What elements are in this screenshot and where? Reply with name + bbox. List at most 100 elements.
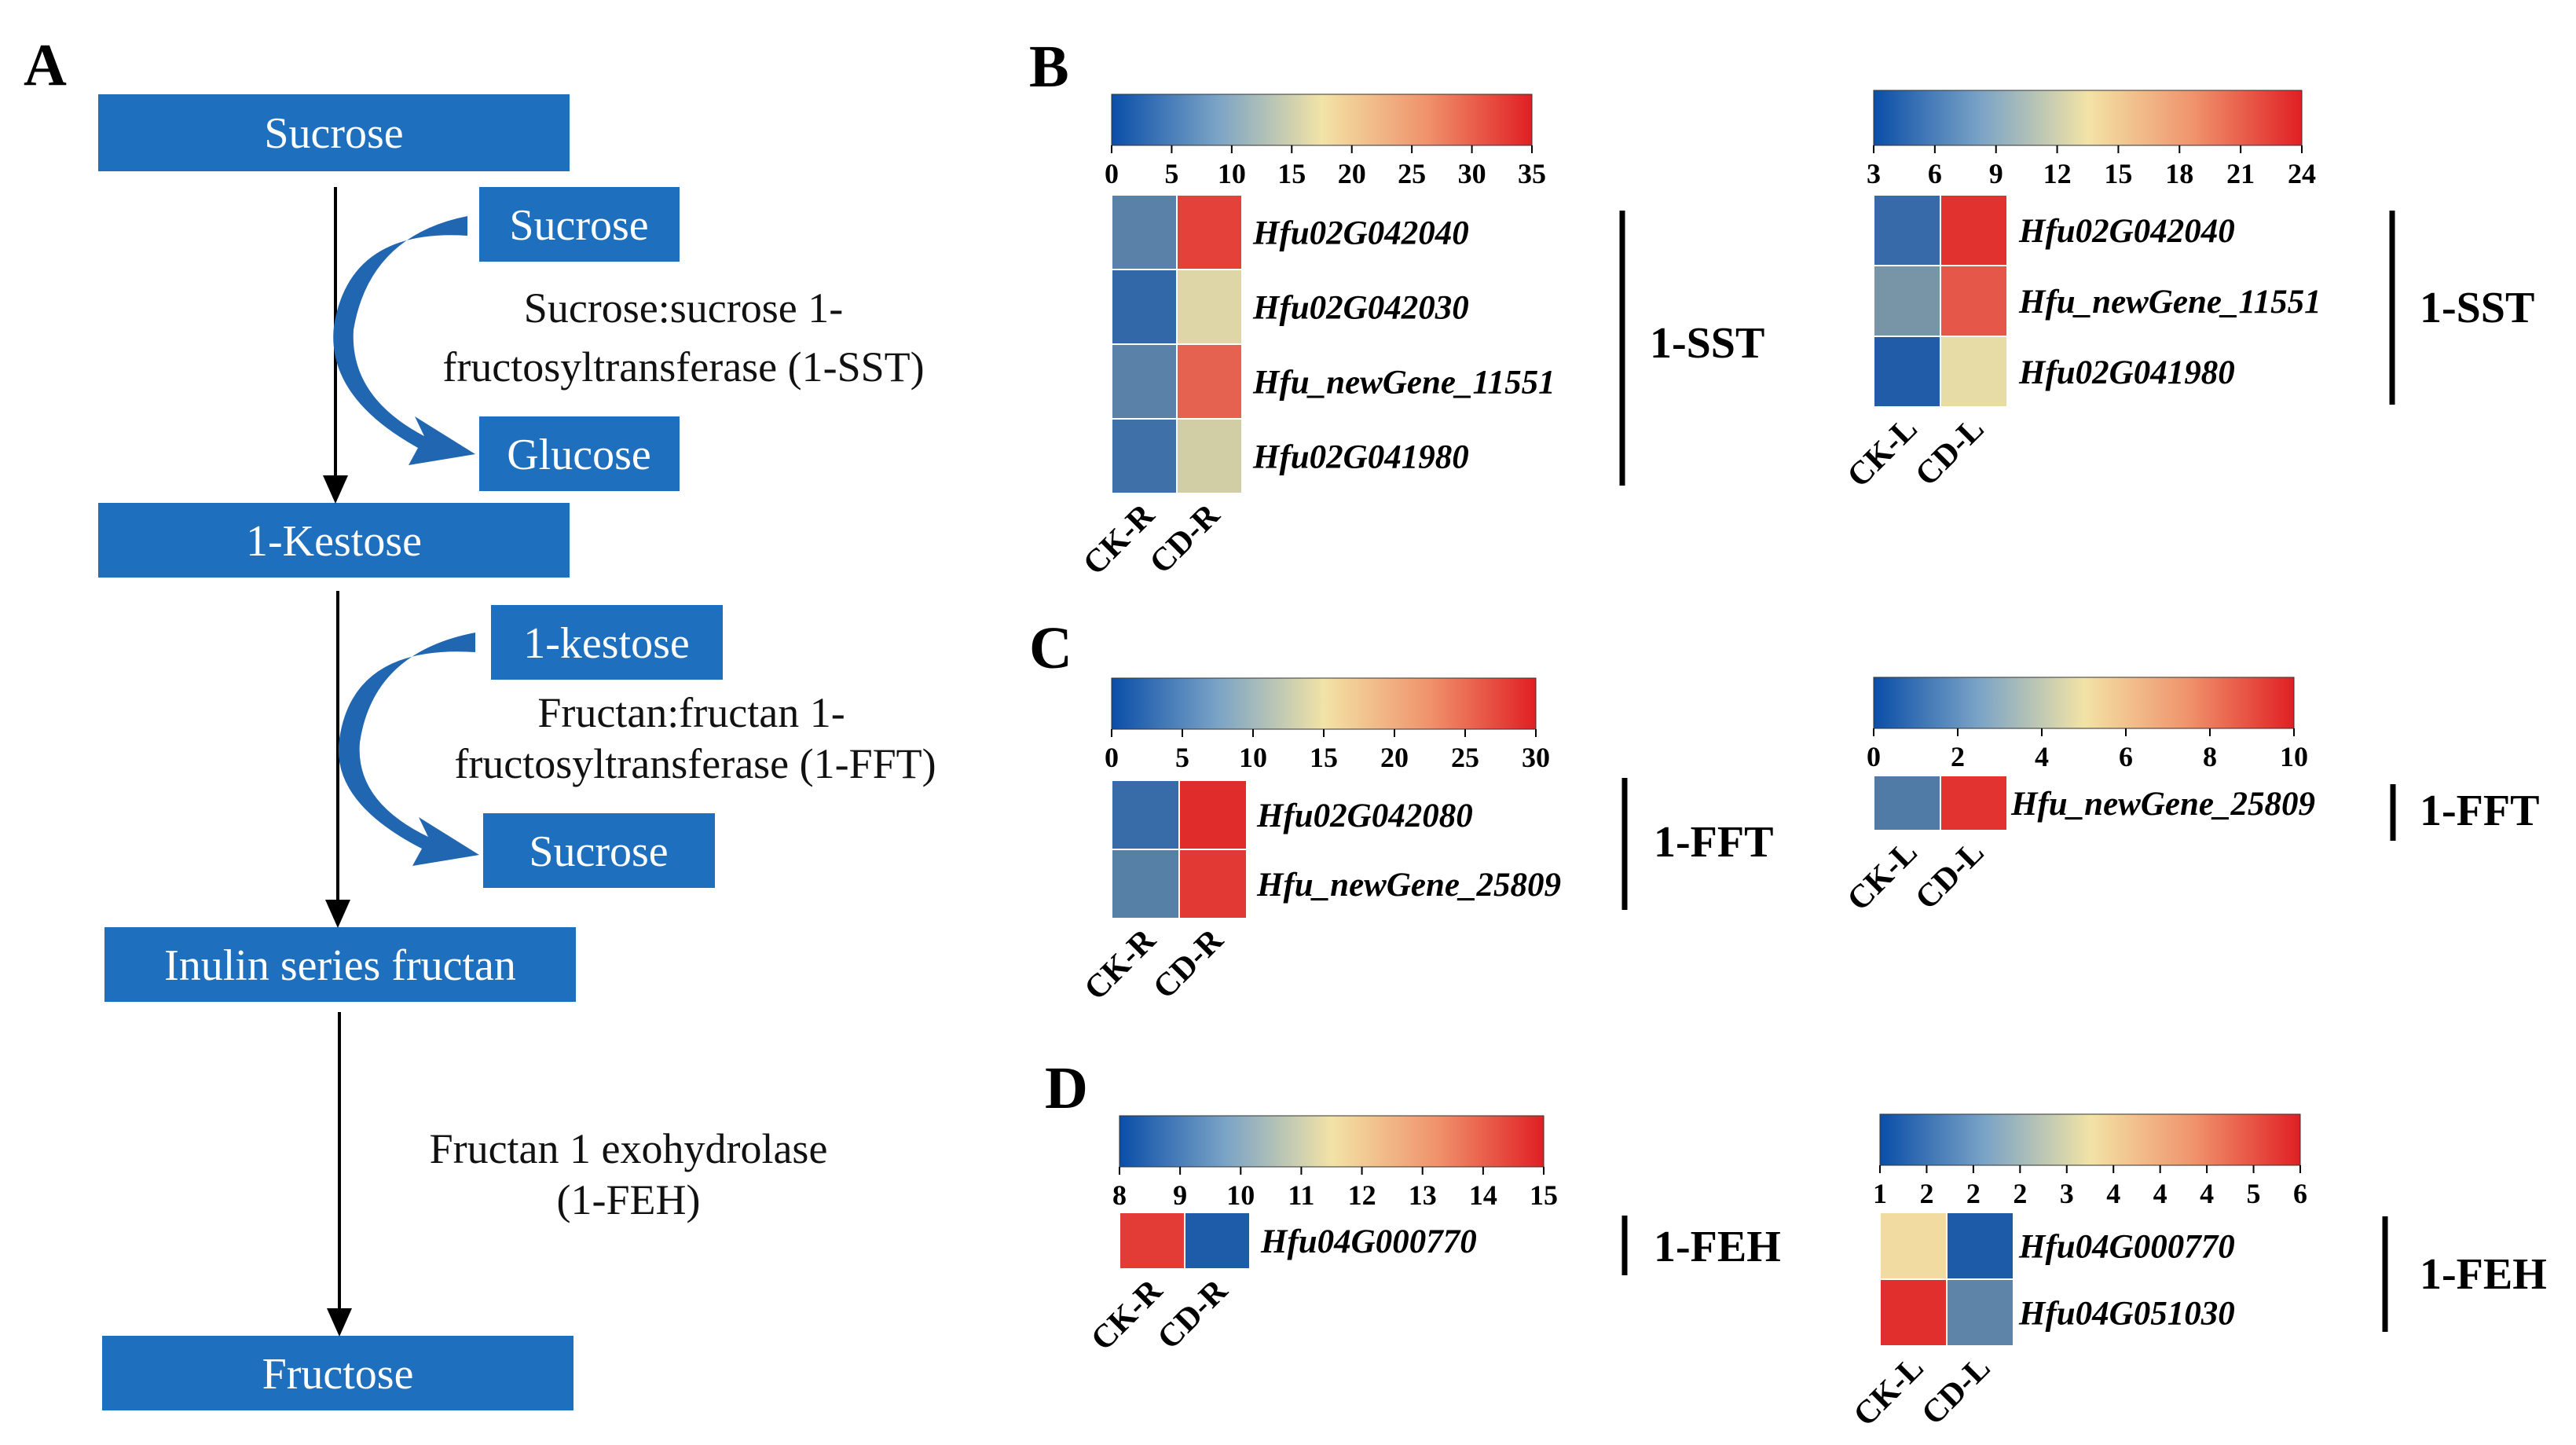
scale-tick-label: 15 [1277,158,1306,189]
column-label: CD-R [1146,922,1230,1006]
step1-output-label: Glucose [507,431,651,479]
kestose-box [98,503,570,578]
heatmap-cell [1111,194,1178,270]
heatmap-cell [1178,849,1248,919]
scale-tick-label: 13 [1409,1179,1437,1211]
step1-input-box [479,187,680,262]
heatmap-cell [1946,1278,2014,1347]
heatmap-cell [1946,1212,2014,1280]
panel-label-d: D [1045,1055,1088,1121]
column-label: CK-L [1841,411,1925,495]
heatmap-cell [1176,269,1243,345]
color-scale-bar [1879,1113,2301,1166]
panel-label-a: A [24,32,67,98]
scale-tick-label: 15 [1310,742,1338,773]
gene-label: Hfu02G041980 [1252,439,1469,476]
column-label: CD-L [1908,411,1991,493]
step1-curved-arrow [333,216,475,465]
gene-label: Hfu02G042030 [1252,290,1469,327]
scale-tick-label: 20 [1338,158,1366,189]
scale-tick-label: 6 [1928,158,1942,189]
color-scale-bar [1873,90,2303,146]
scale-tick-label: 25 [1398,158,1426,189]
group-label: 1-FEH [2420,1250,2547,1299]
scale-tick-label: 10 [2280,741,2308,772]
heatmap-cell [1111,269,1178,345]
scale-tick-label: 15 [2104,158,2132,189]
gene-label: Hfu_newGene_11551 [1252,365,1555,402]
heatmap-cell [1940,194,2008,266]
scale-tick-label: 2 [2013,1178,2027,1209]
inulin-box [104,927,576,1002]
panel-label-c: C [1029,615,1072,681]
group-label: 1-SST [1650,319,1764,368]
fructose-box-label: Fructose [262,1350,414,1399]
scale-tick-label: 25 [1451,742,1479,773]
column-label: CK-R [1078,922,1163,1007]
scale-tick-label: 24 [2288,158,2316,189]
scale-tick-label: 9 [1173,1179,1187,1211]
heatmap-cell [1176,194,1243,270]
gene-label: Hfu04G000770 [2018,1229,2235,1266]
color-scale-bar [1111,677,1537,730]
scale-tick-label: 0 [1105,158,1119,189]
scale-tick-label: 10 [1218,158,1246,189]
scale-tick-label: 18 [2165,158,2193,189]
scale-tick-label: 5 [2247,1178,2261,1209]
scale-tick-label: 4 [2200,1178,2214,1209]
sucrose-box [98,94,570,171]
step2-output-label: Sucrose [529,827,668,876]
gene-label: Hfu04G051030 [2018,1296,2235,1333]
scale-tick-label: 35 [1518,158,1546,189]
step2-input-label: 1-kestose [523,619,690,668]
column-label: CD-R [1143,497,1227,581]
fructose-box [102,1336,573,1410]
scale-tick-label: 4 [2106,1178,2120,1209]
scale-tick-label: 12 [1348,1179,1376,1211]
heatmap-cell [1873,265,1941,337]
group-label: 1-FEH [1654,1223,1781,1271]
column-label: CK-L [1847,1350,1931,1434]
scale-tick-label: 30 [1522,742,1550,773]
scale-tick-label: 11 [1288,1179,1314,1211]
scale-tick-label: 15 [1530,1179,1558,1211]
group-label: 1-SST [2420,284,2534,332]
group-label: 1-FFT [2420,787,2539,835]
step1-output-box [479,416,680,491]
heatmap-cell [1119,1212,1185,1270]
heatmap-cell [1184,1212,1251,1270]
scale-tick-label: 9 [1989,158,2003,189]
heatmap-cell [1873,775,1941,831]
scale-tick-label: 2 [1919,1178,1933,1209]
heatmap-cell [1111,779,1180,850]
gene-label: Hfu02G042080 [1256,798,1473,834]
scale-tick-label: 4 [2035,741,2049,772]
scale-tick-label: 12 [2043,158,2072,189]
scale-tick-label: 30 [1458,158,1486,189]
column-label: CD-R [1151,1272,1235,1356]
step2-enzyme-line1: Fructan:fructan 1- [537,689,845,736]
step1-input-label: Sucrose [509,201,648,250]
scale-tick-label: 3 [2060,1178,2074,1209]
group-label: 1-FFT [1654,818,1773,867]
kestose-box-label: 1-Kestose [246,517,422,566]
scale-tick-label: 4 [2153,1178,2167,1209]
gene-label: Hfu04G000770 [1260,1223,1477,1260]
column-label: CD-L [1915,1350,1997,1432]
scale-tick-label: 14 [1469,1179,1497,1211]
sucrose-box-label: Sucrose [264,109,403,158]
heatmap-cell [1879,1278,1948,1347]
scale-tick-label: 21 [2226,158,2255,189]
heatmap-cell [1940,775,2008,831]
step3-enzyme-line1: Fructan 1 exohydrolase [430,1125,828,1172]
heatmap-cell [1176,343,1243,420]
step2-curved-arrow [338,633,479,866]
heatmap-cell [1176,418,1243,494]
gene-label: Hfu02G041980 [2018,354,2235,391]
step2-output-box [483,813,715,888]
